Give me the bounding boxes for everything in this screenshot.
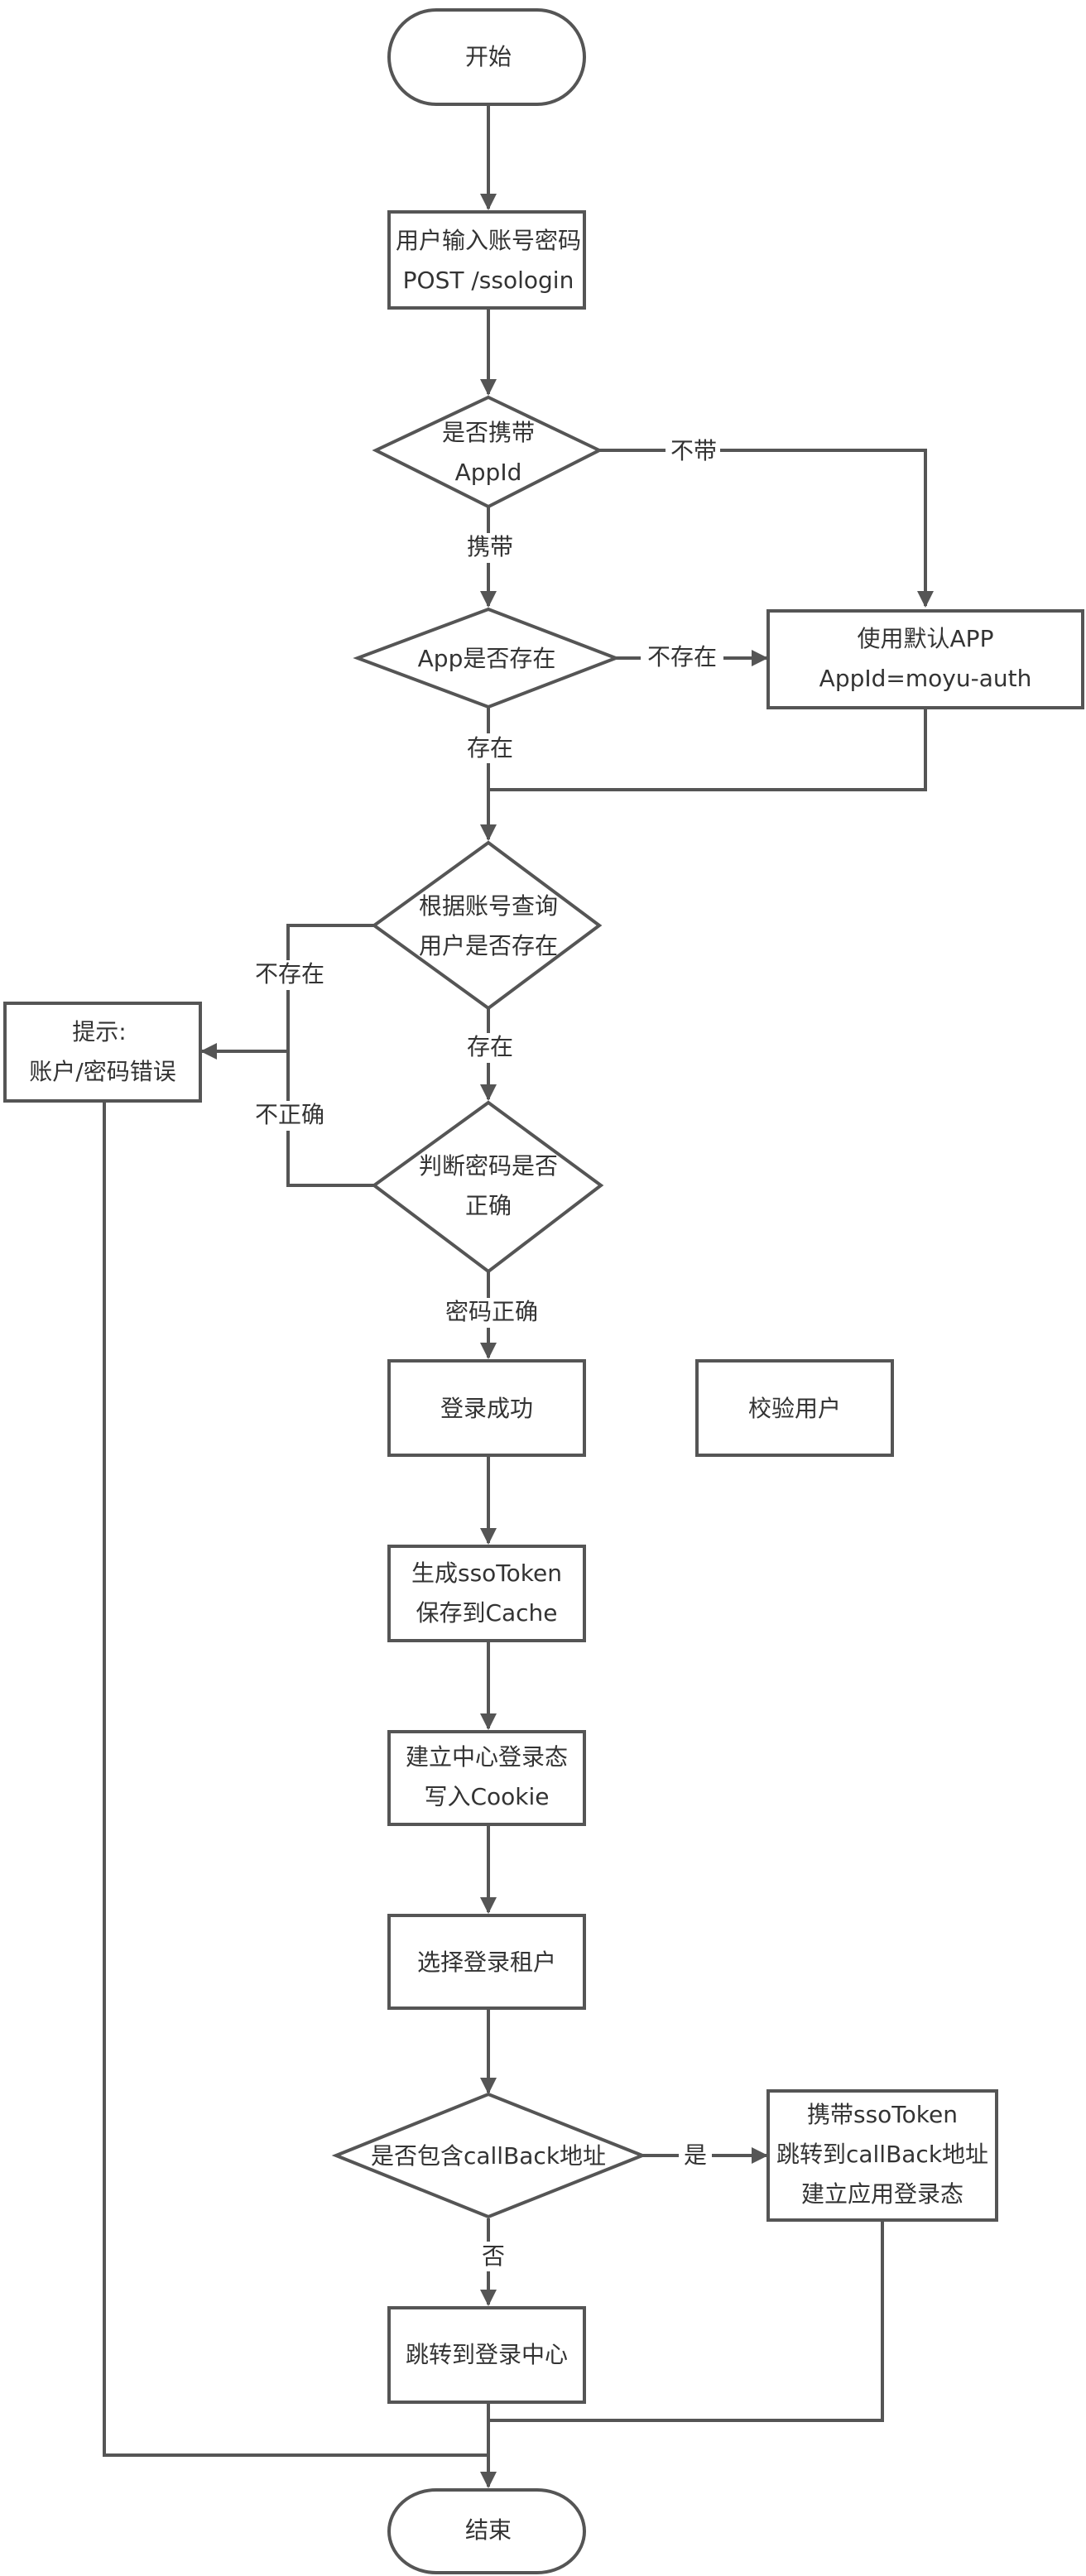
error-tip-line1: 提示: [72, 1018, 126, 1045]
label-app-not-exist: 不存在 [647, 643, 717, 670]
input-label-line1: 用户输入账号密码 [396, 227, 581, 254]
gen-token-node: 生成ssoToken 保存到Cache [387, 1545, 586, 1642]
label-pwd-wrong: 不正确 [255, 1101, 324, 1128]
has-callback-decision: 是否包含callBack地址 [331, 2092, 647, 2219]
user-exists-line1: 根据账号查询 [419, 892, 558, 920]
edge-labels: 不带 携带 不存在 存在 不存在 存在 不正确 密码正确 是 否 [248, 435, 723, 2271]
has-appid-line2: AppId [455, 459, 522, 486]
error-tip-line2: 账户/密码错误 [29, 1058, 175, 1085]
select-tenant-node: 选择登录租户 [387, 1914, 586, 2010]
login-success-label: 登录成功 [440, 1395, 533, 1422]
edge-has-appid-no [599, 449, 934, 608]
label-user-not-exist: 不存在 [255, 960, 324, 988]
edge-error-to-end [103, 1101, 488, 2457]
label-user-exist: 存在 [467, 1033, 513, 1060]
redirect-callback-line3: 建立应用登录态 [801, 2180, 963, 2208]
default-app-line1: 使用默认APP [858, 625, 994, 652]
user-exists-decision: 根据账号查询 用户是否存在 [371, 840, 603, 1011]
app-exists-label: App是否存在 [418, 645, 556, 672]
label-no-carry: 不带 [670, 437, 717, 464]
gen-token-line1: 生成ssoToken [411, 1560, 562, 1587]
input-node: 用户输入账号密码 POST /ssologin [387, 210, 586, 310]
password-ok-line2: 正确 [465, 1192, 512, 1219]
input-label-line2: POST /ssologin [403, 267, 574, 294]
user-exists-line2: 用户是否存在 [419, 932, 558, 959]
start-label: 开始 [465, 43, 512, 70]
password-ok-decision: 判断密码是否 正确 [371, 1100, 604, 1274]
end-label: 结束 [465, 2516, 512, 2544]
default-app-line2: AppId=moyu-auth [819, 665, 1032, 692]
end-node: 结束 [387, 2488, 586, 2574]
gen-token-line2: 保存到Cache [416, 1599, 557, 1627]
redirect-center-label: 跳转到登录中心 [406, 2341, 568, 2368]
has-appid-decision: 是否携带 AppId [372, 395, 603, 509]
app-exists-decision: App是否存在 [353, 607, 621, 709]
label-callback-no: 否 [482, 2242, 505, 2270]
label-pwd-right: 密码正确 [445, 1298, 538, 1325]
has-callback-label: 是否包含callBack地址 [371, 2142, 606, 2170]
error-tip-node: 提示: 账户/密码错误 [3, 1002, 202, 1103]
redirect-callback-line1: 携带ssoToken [807, 2101, 958, 2128]
redirect-center-node: 跳转到登录中心 [387, 2306, 586, 2404]
verify-user-node: 校验用户 [695, 1359, 894, 1457]
edge-redirect-merge [488, 2220, 884, 2422]
default-app-node: 使用默认APP AppId=moyu-auth [766, 609, 1084, 709]
redirect-callback-line2: 跳转到callBack地址 [776, 2141, 988, 2168]
password-ok-line1: 判断密码是否 [419, 1152, 558, 1180]
edge-user-not-exist [286, 924, 374, 1051]
label-app-exist: 存在 [467, 734, 513, 762]
has-appid-line1: 是否携带 [442, 419, 535, 446]
label-carry: 携带 [467, 533, 513, 560]
label-callback-yes: 是 [684, 2141, 707, 2169]
edge-default-app-merge [488, 708, 927, 791]
start-node: 开始 [387, 8, 586, 106]
set-cookie-node: 建立中心登录态 写入Cookie [387, 1730, 586, 1826]
redirect-callback-node: 携带ssoToken 跳转到callBack地址 建立应用登录态 [766, 2089, 998, 2222]
set-cookie-line2: 写入Cookie [424, 1783, 549, 1810]
set-cookie-line1: 建立中心登录态 [406, 1743, 568, 1771]
select-tenant-label: 选择登录租户 [417, 1949, 556, 1976]
nodes: 开始 用户输入账号密码 POST /ssologin 是否携带 AppId Ap… [3, 8, 1084, 2574]
login-success-node: 登录成功 [387, 1359, 586, 1457]
verify-user-label: 校验用户 [748, 1395, 841, 1422]
